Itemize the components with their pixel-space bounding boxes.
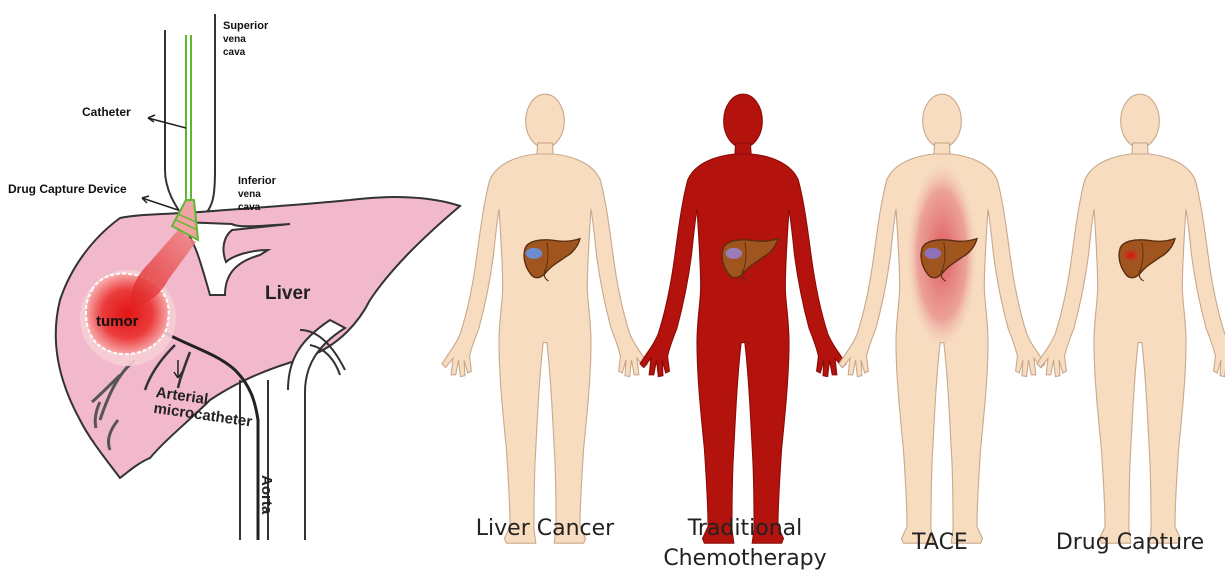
body-traditional-chemotherapy: [640, 94, 846, 543]
liver-label: Liver: [265, 283, 310, 305]
caption-tace: TACE: [880, 528, 1000, 558]
caption-drug-capture: Drug Capture: [1040, 528, 1220, 558]
inferior-vena-cava-label: Inferior vena cava: [238, 175, 276, 214]
superior-vena-cava-label: Superior vena cava: [223, 20, 268, 59]
catheter-leader: [148, 118, 186, 128]
body-drug-capture: [1037, 94, 1225, 543]
aorta-right-wall: [288, 320, 345, 540]
body-liver-cancer: [442, 94, 648, 543]
body-tace: [839, 94, 1045, 543]
vena-cava-right-wall: [205, 14, 215, 215]
tumor-label: tumor: [96, 314, 139, 330]
liver-diagram: [56, 14, 460, 540]
catheter-label: Catheter: [82, 106, 131, 119]
caption-traditional-chemotherapy: Traditional Chemotherapy: [640, 514, 850, 574]
caption-liver-cancer: Liver Cancer: [455, 514, 635, 544]
aorta-label: Aorta: [258, 475, 274, 514]
drug-capture-device-label: Drug Capture Device: [8, 183, 127, 196]
